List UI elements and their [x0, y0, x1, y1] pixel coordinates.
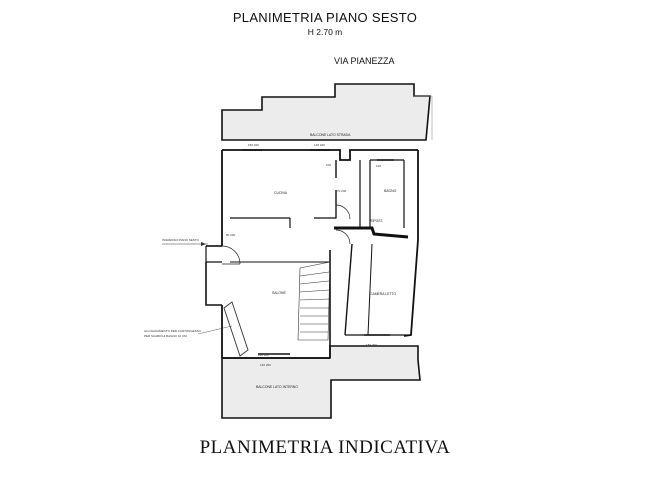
ceiling-height: H 2.70 m [307, 27, 343, 37]
dim-4: 100 [326, 163, 331, 167]
internal-walls [230, 159, 410, 336]
plan-title: PLANIMETRIA PIANO SESTO [232, 10, 418, 25]
door-swings [221, 204, 351, 265]
dim-5: 120 [376, 164, 381, 168]
entrance-label: INGRESSO PIANO SESTO [162, 238, 200, 242]
living-label: SALONE [272, 291, 286, 295]
outer-walls [205, 149, 419, 359]
balcony-top [221, 83, 433, 141]
footer-caption: PLANIMETRIA INDICATIVA [199, 437, 451, 458]
stairs-note-2: PER SCARICHI BAGNO 10 CM [144, 334, 187, 338]
dim-1: 150 220 [248, 143, 259, 147]
staircase [223, 261, 331, 357]
dim-9: 130 250 [260, 363, 271, 367]
kitchen-label: CUCINA [274, 191, 288, 195]
street-name: VIA PIANEZZA [334, 56, 395, 66]
storage-label: RIPOST. [370, 219, 383, 223]
annotations: INGRESSO PIANO SESTO ALLOGGIAMENTO PER C… [144, 238, 233, 338]
stairs-note-1: ALLOGGIAMENTO PER CARTONGESSO [144, 329, 202, 333]
dimension-labels: 150 220 145 220 70 200 100 120 80 220 21… [226, 143, 381, 367]
bath-label: BAGNO [384, 189, 397, 193]
dim-2: 145 220 [314, 143, 325, 147]
dim-7: 210 200 [258, 353, 269, 357]
dim-8: 180 200 [366, 343, 377, 347]
dim-3: 70 200 [337, 189, 347, 193]
balcony-top-label: BALCONE LATO STRADA [310, 133, 351, 137]
balcony-bottom [221, 345, 421, 419]
balcony-bottom-label: BALCONE LATO INTERNO [256, 385, 298, 389]
windows [242, 149, 394, 355]
bedroom-label: CAMERA LETTO [370, 292, 396, 296]
dim-6: 80 220 [226, 233, 236, 237]
room-labels: BALCONE LATO STRADA CUCINA BAGNO RIPOST.… [256, 133, 397, 389]
